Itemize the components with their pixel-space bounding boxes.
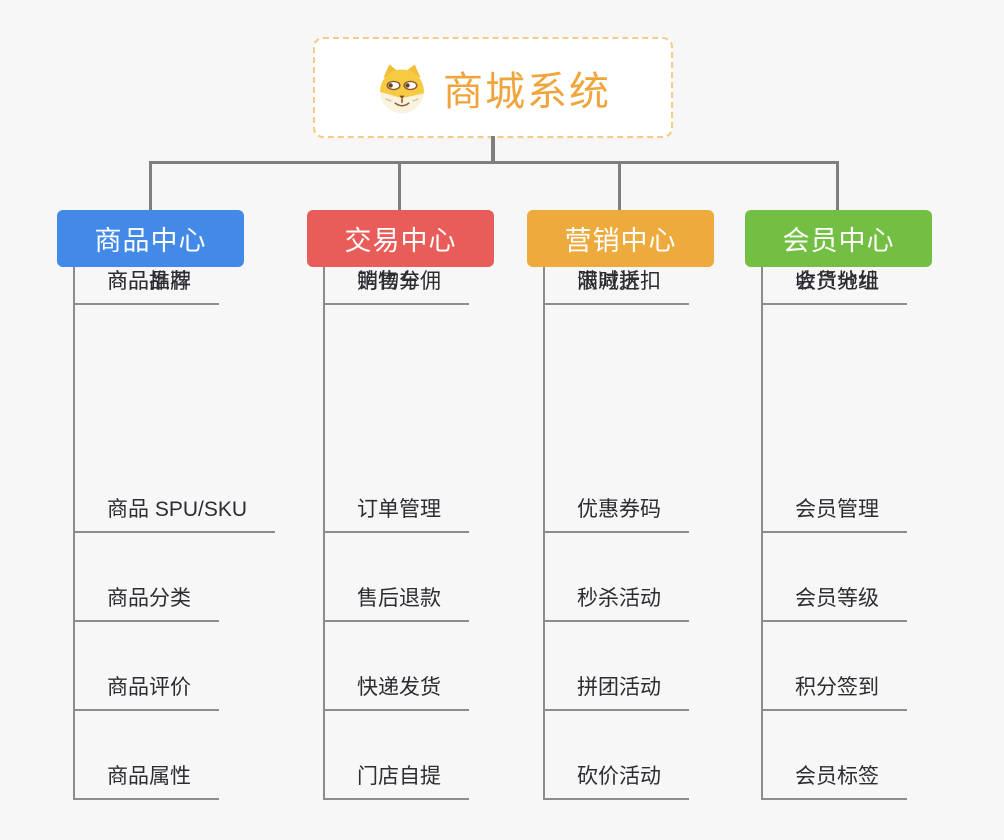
branch-member-center: 会员中心 会员管理 会员等级 积分签到 会员标签 会员分组 收货地址: [745, 210, 995, 810]
node-order-management[interactable]: 订单管理: [323, 495, 469, 533]
node-points-checkin[interactable]: 积分签到: [761, 673, 907, 711]
node-bargain-activity[interactable]: 砍价活动: [543, 762, 689, 800]
node-trade-center[interactable]: 交易中心: [307, 210, 494, 267]
connector-root-trunk: [491, 136, 495, 163]
node-product-attribute[interactable]: 商品属性: [73, 762, 219, 800]
connector-drop-marketing: [618, 161, 621, 211]
branch-trunk-line: [73, 267, 75, 800]
dog-face-icon: [380, 63, 424, 113]
root-title: 商城系统: [443, 69, 611, 114]
node-marketing-center[interactable]: 营销中心: [527, 210, 714, 267]
node-member-center[interactable]: 会员中心: [745, 210, 932, 267]
connector-drop-member: [836, 161, 839, 211]
branch-product-center: 商品中心 商品 SPU/SKU 商品分类 商品评价 商品属性 商品推荐 商品品牌: [57, 210, 307, 810]
node-spend-and-save[interactable]: 满减送: [543, 267, 668, 305]
node-product-category[interactable]: 商品分类: [73, 584, 219, 622]
node-member-level[interactable]: 会员等级: [761, 584, 907, 622]
branch-trade-center: 交易中心 订单管理 售后退款 快递发货 门店自提 购物车 销售分佣: [307, 210, 557, 810]
node-product-center[interactable]: 商品中心: [57, 210, 244, 267]
branch-trunk-line: [323, 267, 325, 800]
branch-marketing-center: 营销中心 优惠券码 秒杀活动 拼团活动 砍价活动 限时折扣 满减送: [527, 210, 777, 810]
connector-drop-trade: [398, 161, 401, 211]
node-member-tags[interactable]: 会员标签: [761, 762, 907, 800]
connector-drop-product: [149, 161, 152, 211]
connector-horizontal-bar: [149, 161, 839, 164]
branch-trunk-line: [761, 267, 763, 800]
branch-trunk-line: [543, 267, 545, 800]
node-shipping-address[interactable]: 收货地址: [761, 267, 907, 305]
node-product-review[interactable]: 商品评价: [73, 673, 219, 711]
node-store-pickup[interactable]: 门店自提: [323, 762, 469, 800]
node-product-spu-sku[interactable]: 商品 SPU/SKU: [73, 495, 276, 533]
node-sales-commission[interactable]: 销售分佣: [323, 267, 469, 305]
node-group-buy[interactable]: 拼团活动: [543, 673, 689, 711]
root-node-mall-system[interactable]: 商城系统: [313, 37, 673, 138]
node-aftersale-refund[interactable]: 售后退款: [323, 584, 469, 622]
node-flash-sale[interactable]: 秒杀活动: [543, 584, 689, 622]
node-member-management[interactable]: 会员管理: [761, 495, 907, 533]
node-coupon-code[interactable]: 优惠券码: [543, 495, 689, 533]
node-express-delivery[interactable]: 快递发货: [323, 673, 469, 711]
node-product-brand[interactable]: 商品品牌: [73, 267, 219, 305]
